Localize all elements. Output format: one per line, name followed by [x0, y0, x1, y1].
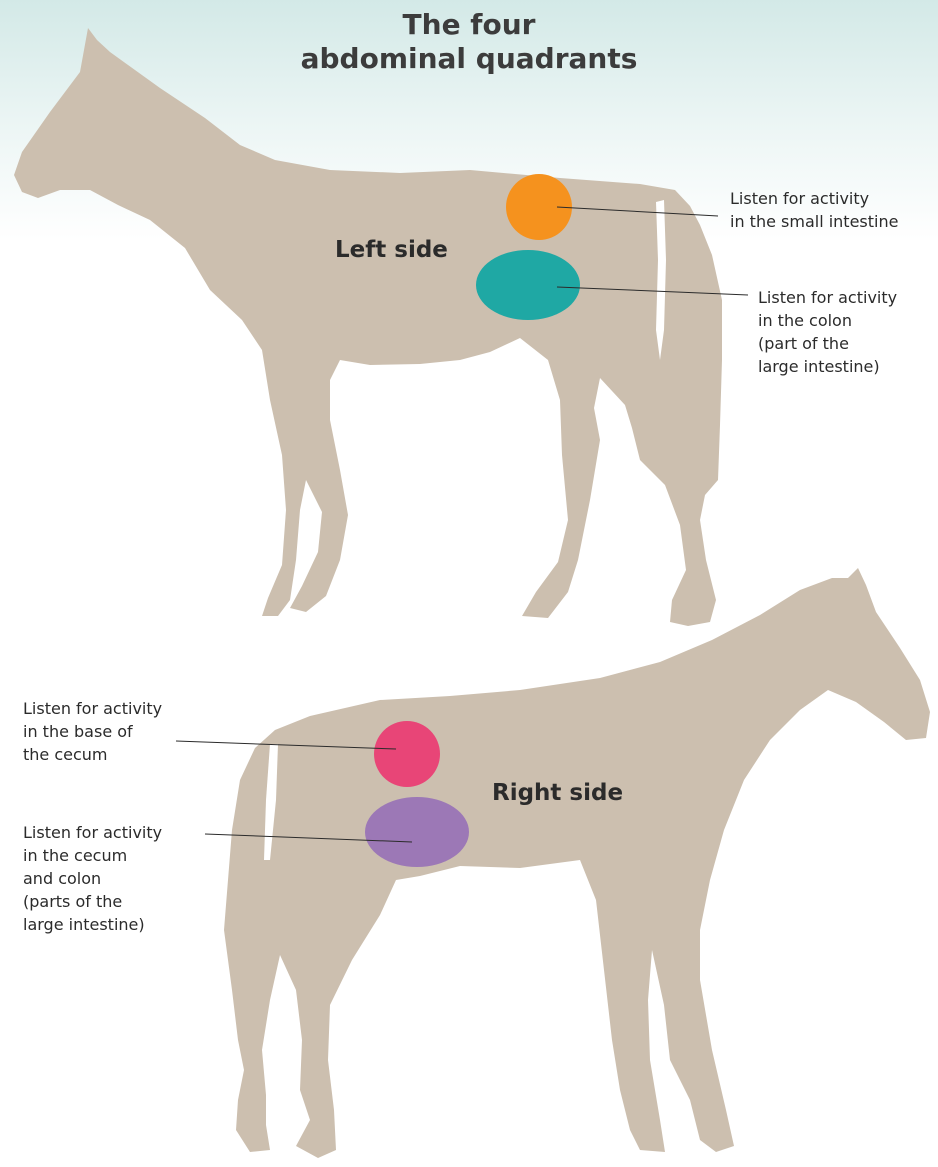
callout-line: large intestine) [23, 913, 162, 936]
right-side-label: Right side [492, 780, 623, 806]
cecum-colon-callout: Listen for activity in the cecum and col… [23, 821, 162, 936]
title-line-1: The four [259, 8, 679, 42]
left-horse-silhouette [14, 28, 722, 626]
callout-line: in the small intestine [730, 210, 898, 233]
right-side-horse [224, 568, 930, 1158]
callout-line: large intestine) [758, 355, 897, 378]
callout-line: (part of the [758, 332, 897, 355]
callout-line: in the cecum [23, 844, 162, 867]
callout-line: Listen for activity [23, 821, 162, 844]
callout-line: in the base of [23, 720, 162, 743]
callout-line: and colon [23, 867, 162, 890]
colon-callout: Listen for activity in the colon (part o… [758, 286, 897, 378]
callout-line: (parts of the [23, 890, 162, 913]
small-intestine-callout: Listen for activity in the small intesti… [730, 187, 898, 233]
colon-spot [476, 250, 580, 320]
page-title: The four abdominal quadrants [259, 8, 679, 76]
title-line-2: abdominal quadrants [259, 42, 679, 76]
callout-line: Listen for activity [758, 286, 897, 309]
left-side-label: Left side [335, 237, 448, 263]
cecum-colon-spot [365, 797, 469, 867]
callout-line: Listen for activity [730, 187, 898, 210]
callout-line: Listen for activity [23, 697, 162, 720]
right-horse-silhouette [224, 568, 930, 1158]
callout-line: in the colon [758, 309, 897, 332]
left-side-horse [14, 28, 722, 626]
callout-line: the cecum [23, 743, 162, 766]
cecum-base-spot [374, 721, 440, 787]
cecum-base-callout: Listen for activity in the base of the c… [23, 697, 162, 766]
